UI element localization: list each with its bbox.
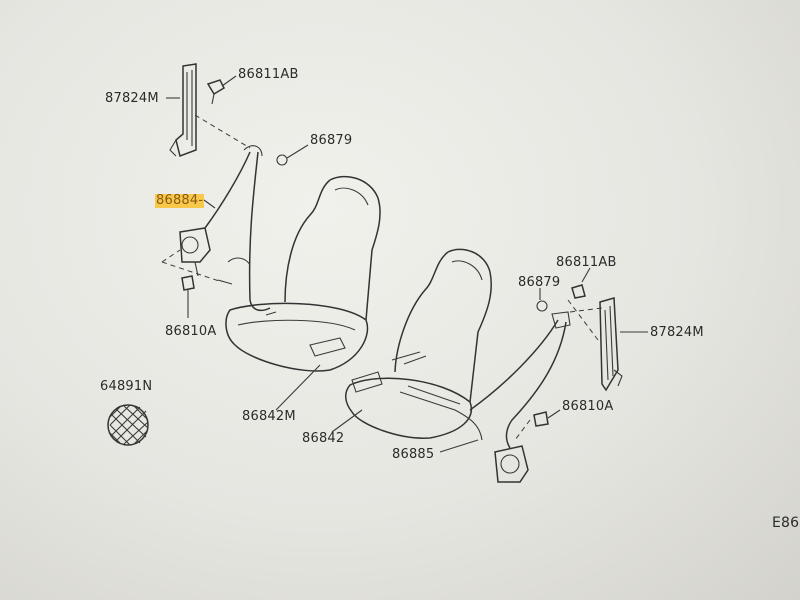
right-bottom-bolt [514, 409, 561, 441]
label-86810A-left: 86810A [165, 324, 217, 339]
leader-86811AB-top [221, 75, 237, 87]
left-seat [225, 175, 381, 372]
label-86885: 86885 [392, 447, 435, 462]
leader-86842 [331, 409, 363, 433]
right-seat [345, 248, 492, 439]
mesh-pad [107, 404, 149, 446]
label-87824M-right: 87824M [650, 325, 704, 340]
leader-86885 [439, 439, 479, 453]
label-86811AB-right: 86811AB [556, 255, 617, 270]
left-belt [204, 144, 309, 312]
label-86884-highlighted: 86884- [155, 193, 205, 208]
right-belt [399, 311, 571, 449]
label-86811AB-top: 86811AB [238, 67, 299, 82]
right-retractor [494, 445, 529, 483]
right-rail-dash [567, 299, 603, 341]
left-retractor [179, 227, 211, 277]
left-retractor-dash [161, 249, 223, 283]
left-rail-dash [194, 114, 251, 149]
label-86879-top: 86879 [310, 133, 353, 148]
leader-86842M [275, 364, 321, 411]
label-64891N: 64891N [100, 379, 153, 394]
label-86842: 86842 [302, 431, 345, 446]
leader-86884 [203, 199, 216, 209]
diagram-code: E86 [772, 515, 800, 531]
left-top-bolt [206, 79, 225, 105]
label-86879-right: 86879 [518, 275, 561, 290]
label-86810A-right: 86810A [562, 399, 614, 414]
right-86879-nut [536, 288, 548, 312]
right-top-bolt [571, 267, 591, 299]
label-86842M: 86842M [242, 409, 296, 424]
right-anchor-rail [599, 297, 623, 392]
label-87824M-left: 87824M [105, 91, 159, 106]
left-bottom-bolt [181, 275, 233, 318]
left-anchor-rail [169, 63, 197, 157]
